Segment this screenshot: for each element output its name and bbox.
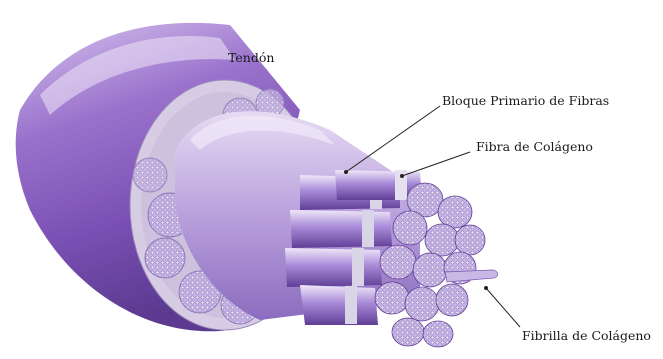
primary-bundle-label: Bloque Primario de Fibras	[442, 93, 609, 108]
collagen-fibril	[445, 270, 498, 282]
collagen-fiber-label: Fibra de Colágeno	[476, 139, 593, 154]
tendon-label: Tendón	[228, 50, 274, 65]
collagen-fibril-label: Fibrilla de Colágeno	[522, 328, 651, 343]
